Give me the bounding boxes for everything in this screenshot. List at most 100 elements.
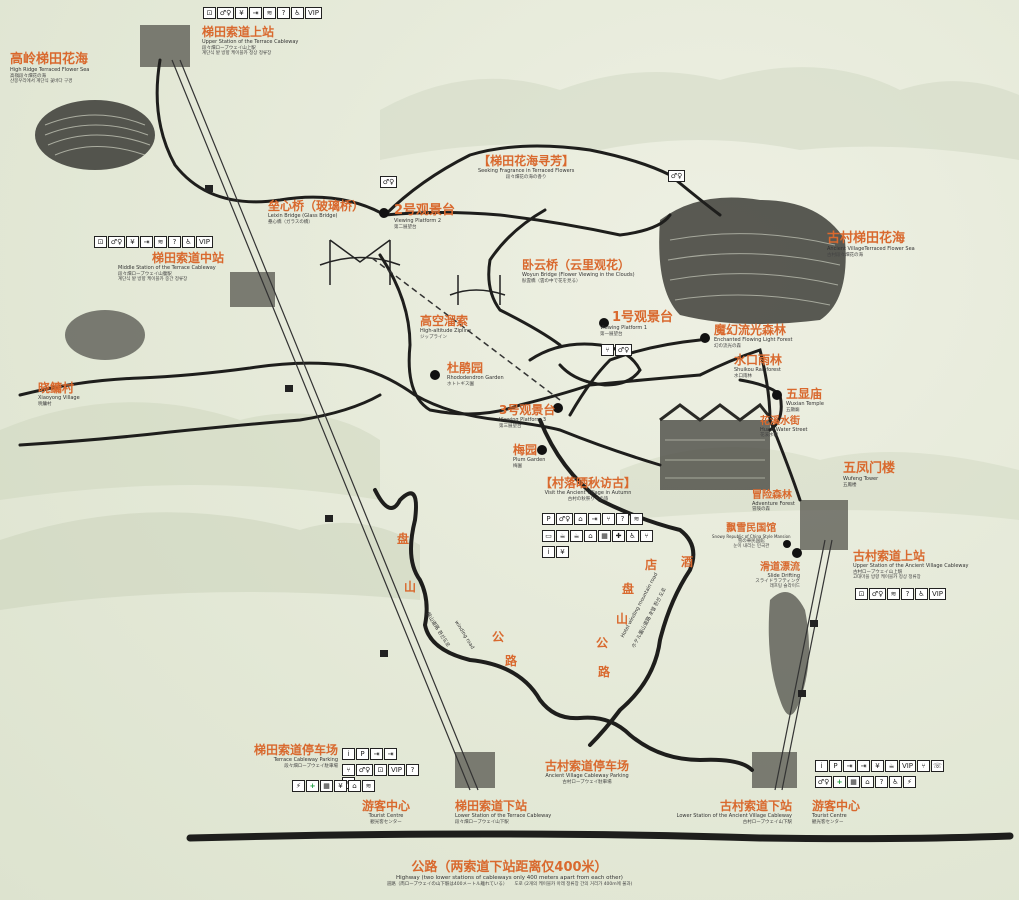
- highway-ja: 道路（両ロープウェイの山下駅は400メートル離れている）: [386, 882, 508, 887]
- restaurant-icon: ⑂: [602, 513, 615, 525]
- label-huaxi-water-street: 花溪水街 Huaxi Water Street 花溪水街: [760, 416, 808, 439]
- label-woyun-bridge: 卧云桥（云里观花） Woyun Bridge (Flower Viewing i…: [522, 258, 635, 284]
- cable-car-icon: ⊡: [94, 236, 107, 248]
- label-enchanted-forest: 魔幻流光森林 Enchanted Flowing Light Forest 幻の…: [714, 323, 793, 349]
- store-icon: ▦: [847, 776, 860, 788]
- vip-icon: VIP: [899, 760, 916, 772]
- vip-icon: VIP: [929, 588, 946, 600]
- terrace-field-drawing: [35, 100, 155, 170]
- atm-icon: ¥: [556, 546, 569, 558]
- facility-icons-middle-terrace: ⊡♂♀¥⇥≋?♿VIP: [94, 236, 213, 248]
- cafe-icon: ☕: [885, 760, 898, 772]
- restroom-icon: ♂♀: [869, 588, 886, 600]
- facility-icons-terrace-parking-row3: ⚡+▦¥⌂≋: [292, 780, 392, 792]
- p-icon: P: [542, 513, 555, 525]
- facility-icons-tourist-right-row2: ♂♀+▦⌂?♿⚡: [815, 776, 985, 788]
- label-ancient-parking: 古村索道停车场 Ancient Village Cableway Parking…: [545, 759, 630, 785]
- restroom-icon: ♂♀: [380, 176, 397, 188]
- location-dot: [599, 318, 609, 328]
- walking-paths: [18, 58, 802, 502]
- atm-icon: ¥: [871, 760, 884, 772]
- forest-drawing: [768, 592, 809, 715]
- store-icon: ▦: [598, 530, 611, 542]
- wifi-icon: ≋: [362, 780, 375, 792]
- terrace-field-drawing: [659, 197, 846, 324]
- label-shuikou-rainforest: 水口雨林 Shuikou Rainforest 水口雨林: [734, 353, 783, 379]
- restroom-icon: ♂♀: [217, 7, 234, 19]
- label-ancient-village-flower-sea: 古村梯田花海 Ancient VillageTerraced Flower Se…: [827, 231, 915, 258]
- glass-bridge-drawing: [319, 239, 401, 285]
- label-plum-garden: 梅园 Plum Garden 梅園: [513, 443, 546, 469]
- shop-icon: ⌂: [348, 780, 361, 792]
- label-wufeng-tower: 五凤门楼 Wufeng Tower 五鳳楼: [843, 461, 896, 488]
- station-drawing: [140, 25, 190, 67]
- shop-icon: ⌂: [574, 513, 587, 525]
- label-xiaoyong-village: 晓鳙村 Xiaoyong Village 暁鱅村: [38, 381, 80, 407]
- vip-icon: VIP: [388, 764, 405, 776]
- mountain-silhouette: [0, 402, 380, 500]
- restroom-icon: ♂♀: [556, 513, 573, 525]
- restroom-icon: ♂♀: [668, 170, 685, 182]
- p-icon: P: [829, 760, 842, 772]
- highway-ko: 도로 (2개의 케이블카 아래 정류장 간의 거리가 400m에 불과): [514, 882, 633, 887]
- atm-icon: ¥: [126, 236, 139, 248]
- exit-icon: ⇥: [384, 748, 397, 760]
- station-drawing: [800, 500, 848, 550]
- restroom-icon: ♂♀: [108, 236, 125, 248]
- cafe-icon: ☕: [570, 530, 583, 542]
- vip-icon: VIP: [305, 7, 322, 19]
- accessible-icon: ♿: [291, 7, 304, 19]
- vip-icon: VIP: [196, 236, 213, 248]
- highway-road: [186, 830, 1014, 843]
- location-dot: [783, 540, 791, 548]
- accessible-icon: ♿: [915, 588, 928, 600]
- station-drawing: [752, 752, 797, 788]
- store-icon: ▦: [320, 780, 333, 792]
- facility-icons-upper-ancient: ⊡♂♀≋?♿VIP: [855, 588, 946, 600]
- label-viewing-platform-1: 1号观景台 Viewing Platform 1 第一展望台: [600, 310, 674, 337]
- wifi-icon: ≋: [263, 7, 276, 19]
- facility-icons-autumn-row3: i¥: [542, 546, 692, 558]
- exit-icon: ⇥: [857, 760, 870, 772]
- woyun-bridge-drawing: [449, 275, 506, 305]
- label-upper-ancient-station: 古村索道上站 Upper Station of the Ancient Vill…: [853, 549, 969, 580]
- label-slide-drifting: 滑道漂流 Slide Drifting スライドラフティング 래프팅 슬라이드: [755, 562, 800, 590]
- cable-car-icon: ⊡: [855, 588, 868, 600]
- mountain-silhouette: [380, 67, 1019, 160]
- p-icon: P: [356, 748, 369, 760]
- label-snowy-mansion: 飘雪民国馆 Snowy Republic of China Style Mans…: [712, 523, 791, 550]
- help-icon: ?: [901, 588, 914, 600]
- label-viewing-platform-3: 3号观景台 Viewing Platform 3 第三展望台: [499, 403, 556, 429]
- charging-icon: ⚡: [903, 776, 916, 788]
- cableways: [171, 59, 833, 791]
- facility-icons-autumn-row1: P♂♀⌂⇥⑂?≋: [542, 513, 692, 525]
- label-autumn-village: 【村落晒秋访古】 Visit the Ancient Village in Au…: [540, 476, 637, 502]
- location-dot: [379, 208, 389, 218]
- help-icon: ?: [277, 7, 290, 19]
- label-wuxian-temple: 五显庙 Wuxian Temple 五顯廟: [786, 387, 824, 413]
- station-drawing: [230, 272, 275, 307]
- info-icon: i: [815, 760, 828, 772]
- tea-icon: ☕: [556, 530, 569, 542]
- info-icon: i: [342, 748, 355, 760]
- highway-label: 公路（两索道下站距离仅400米） Highway (two lower stat…: [386, 860, 633, 887]
- label-high-ridge: 高岭梯田花海 High Ridge Terraced Flower Sea 高嶺…: [10, 52, 90, 84]
- cable-car-icon: ⊡: [203, 7, 216, 19]
- atm-icon: ¥: [235, 7, 248, 19]
- exit-icon: ⇥: [249, 7, 262, 19]
- label-terrace-parking: 梯田索道停车场 Terrace Cableway Parking 段々畑ロープウ…: [253, 743, 338, 769]
- label-adventure-forest: 冒险森林 Adventure Forest 冒険の森: [752, 490, 795, 513]
- wifi-icon: ≋: [887, 588, 900, 600]
- label-rhododendron-garden: 杜鹃园 Rhododendron Garden ホトトギス園: [447, 361, 504, 387]
- help-icon: ?: [406, 764, 419, 776]
- facility-icons-platform-1: ⑂♂♀: [601, 344, 632, 356]
- help-icon: ?: [168, 236, 181, 248]
- wifi-icon: ≋: [154, 236, 167, 248]
- wifi-icon: ≋: [630, 513, 643, 525]
- label-zipline: 高空溜索 High-altitude Zipline ジップライン: [420, 314, 472, 340]
- location-dot: [792, 548, 802, 558]
- charging-icon: ⚡: [292, 780, 305, 792]
